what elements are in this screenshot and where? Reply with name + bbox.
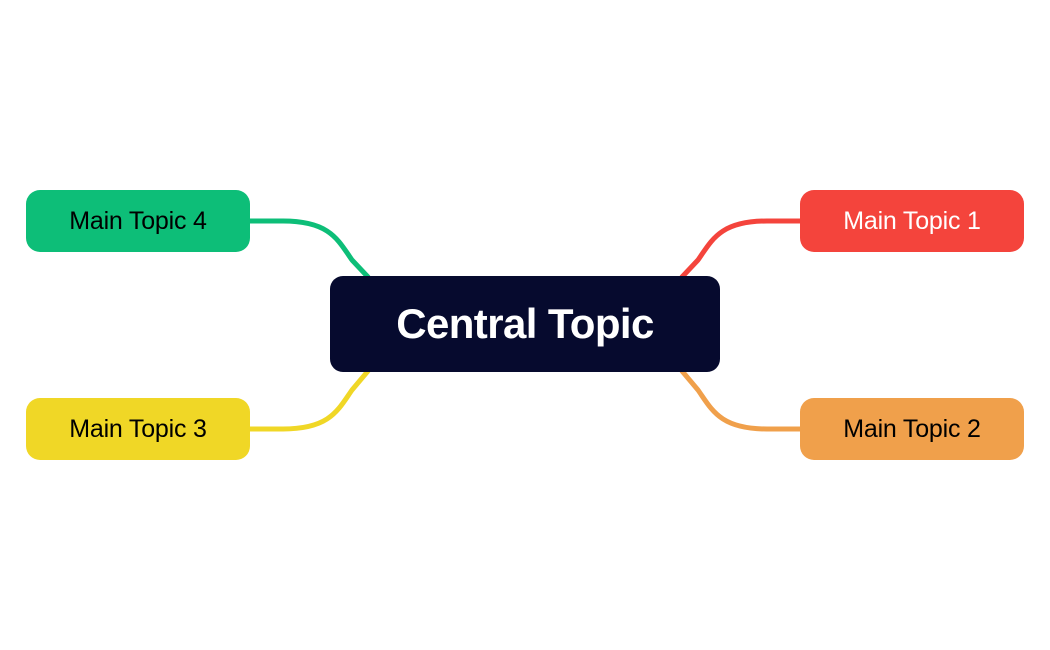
node-label-main-topic-3: Main Topic 3 xyxy=(69,414,207,443)
connector-main-topic-2 xyxy=(679,368,803,432)
node-label-central-topic: Central Topic xyxy=(396,300,654,347)
connector-main-topic-3 xyxy=(247,368,371,432)
node-main-topic-2[interactable]: Main Topic 2 xyxy=(800,398,1024,460)
node-central-topic[interactable]: Central Topic xyxy=(330,276,720,372)
connector-main-topic-1 xyxy=(679,218,803,280)
node-main-topic-1[interactable]: Main Topic 1 xyxy=(800,190,1024,252)
node-main-topic-4[interactable]: Main Topic 4 xyxy=(26,190,250,252)
node-main-topic-3[interactable]: Main Topic 3 xyxy=(26,398,250,460)
connector-main-topic-4 xyxy=(247,218,371,280)
node-label-main-topic-1: Main Topic 1 xyxy=(843,206,981,235)
node-label-main-topic-4: Main Topic 4 xyxy=(69,206,207,235)
node-label-main-topic-2: Main Topic 2 xyxy=(843,414,981,443)
